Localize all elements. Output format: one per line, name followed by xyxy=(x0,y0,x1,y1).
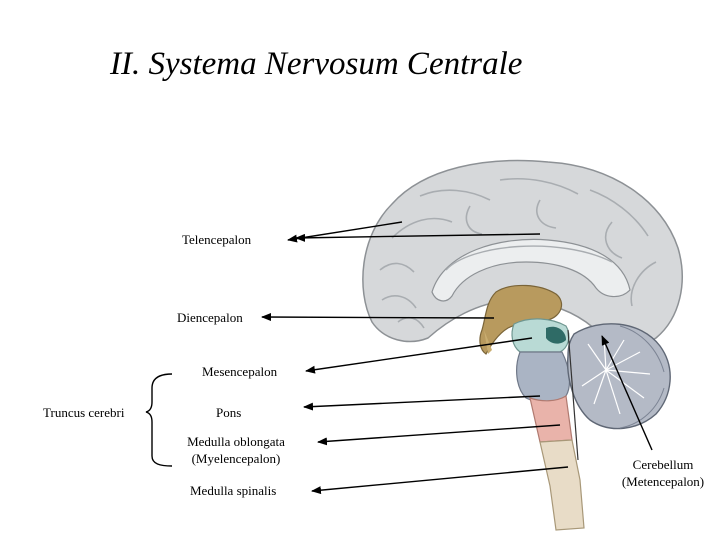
label-mesencephalon: Mesencepalon xyxy=(202,364,278,379)
label-truncus-cerebri: Truncus cerebri xyxy=(43,405,125,420)
medulla-oblongata-shape xyxy=(529,395,573,443)
arrow-mesencephalon xyxy=(305,337,533,374)
arrow-medulla-spinalis xyxy=(311,466,569,495)
label-pons: Pons xyxy=(216,405,242,420)
pointer-arrows xyxy=(261,221,653,495)
arbor-vitae xyxy=(581,337,651,415)
label-medulla-oblongata-line1: Medulla oblongata xyxy=(187,434,285,449)
label-medulla-oblongata-line2: (Myelencepalon) xyxy=(191,451,281,466)
label-medulla-oblongata: Medulla oblongata (Myelencepalon) xyxy=(180,433,292,467)
label-diencephalon: Diencepalon xyxy=(177,310,243,325)
label-medulla-spinalis: Medulla spinalis xyxy=(190,483,277,498)
truncus-bracket xyxy=(145,373,173,467)
spinal-cord-shape xyxy=(539,439,585,531)
cerebellum-folia xyxy=(619,325,665,429)
label-cerebellum-line1: Cerebellum xyxy=(632,457,694,472)
gyri-lines xyxy=(379,177,657,329)
diencephalon-shape xyxy=(479,284,563,355)
arrow-diencephalon xyxy=(261,313,495,322)
slide-title: II. Systema Nervosum Centrale xyxy=(110,46,523,82)
pons-shape xyxy=(516,351,571,403)
label-telencephalon: Telencepalon xyxy=(182,232,252,247)
arrow-cerebellum xyxy=(601,335,653,451)
arrow-telencephalon-1 xyxy=(287,221,403,243)
arrow-telencephalon-2 xyxy=(295,233,541,242)
corpus-callosum xyxy=(431,238,631,302)
label-cerebellum: Cerebellum (Metencepalon) xyxy=(612,456,714,490)
label-cerebellum-line2: (Metencepalon) xyxy=(621,474,705,489)
arrow-pons xyxy=(303,395,541,411)
arrow-medulla-oblongata xyxy=(317,424,561,446)
